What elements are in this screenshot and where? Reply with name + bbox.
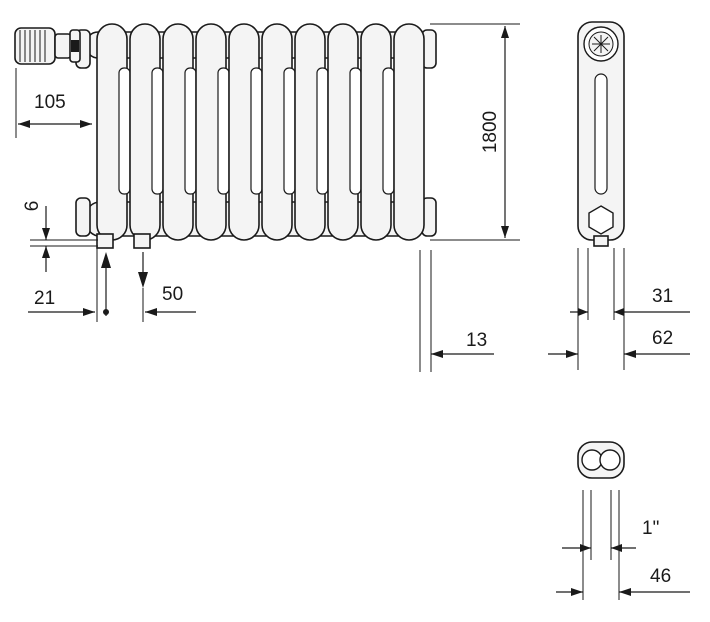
- tube-width-label: 31: [652, 286, 673, 307]
- radiator-side-view: 31 62: [548, 21, 690, 370]
- radiator-sections: [96, 23, 425, 241]
- nipple-width-label: 46: [650, 566, 671, 587]
- wall-gap-dimension: 13: [419, 250, 494, 372]
- wall-gap-label: 13: [466, 330, 487, 351]
- inlet-arrow-icon: [101, 252, 111, 268]
- section: [129, 23, 164, 241]
- bottom-gap-dimension: 6: [22, 201, 98, 272]
- bottom-gap-label: 6: [22, 201, 43, 212]
- height-dimension: 1800: [430, 23, 520, 241]
- thermostatic-valve-icon: [14, 27, 81, 65]
- height-label: 1800: [480, 111, 501, 153]
- radiator-front-view: 105 1800 6: [14, 23, 520, 372]
- side-slot: [594, 73, 608, 195]
- radiator-depth-label: 62: [652, 328, 673, 349]
- section: [294, 23, 329, 241]
- hex-plug-icon: [588, 205, 614, 235]
- section: [327, 23, 362, 241]
- radiator-depth-dimension: 62: [548, 328, 690, 358]
- side-stub: [593, 235, 609, 247]
- section: [96, 23, 131, 241]
- section: [195, 23, 230, 241]
- outlet-stub: [133, 233, 151, 249]
- tube-width-dimension: 31: [570, 248, 690, 370]
- outlet-arrow-icon: [138, 272, 148, 288]
- thread-size-label: 1": [642, 518, 659, 539]
- valve-offset-label: 105: [34, 92, 66, 113]
- nipple-width-dimension: 46: [556, 566, 690, 596]
- flow-arrows: [96, 248, 148, 322]
- nipple-detail-view: 1" 46: [556, 441, 690, 600]
- inlet-stub: [96, 233, 114, 249]
- section: [360, 23, 395, 241]
- bottom-left-plug: [75, 197, 91, 237]
- section: [162, 23, 197, 241]
- inlet-offset-label: 21: [34, 288, 55, 309]
- section: [393, 23, 425, 241]
- valve-offset-dimension: 105: [15, 68, 92, 138]
- connection-dimensions: 21 50: [28, 284, 196, 316]
- section: [261, 23, 296, 241]
- section: [228, 23, 263, 241]
- thread-size-dimension: 1": [562, 518, 659, 552]
- connection-spacing-label: 50: [162, 284, 183, 305]
